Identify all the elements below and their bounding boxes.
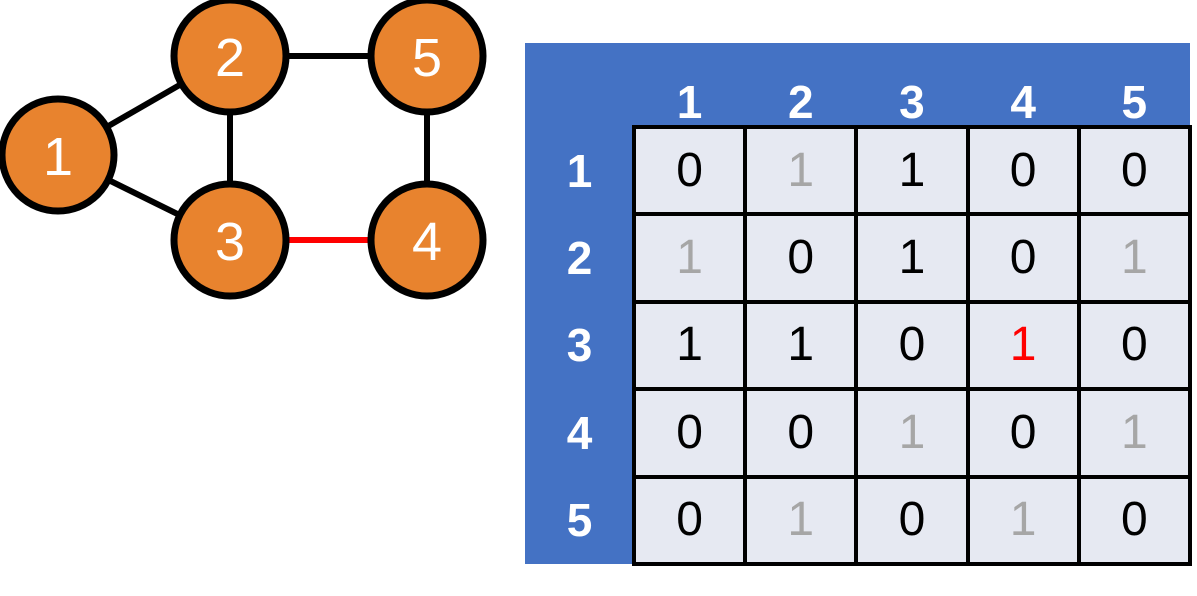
matrix-cell-r3-c1[interactable]: 1 <box>632 299 748 392</box>
graph-node-circle-2[interactable] <box>170 0 290 116</box>
graph-node-5[interactable]: 5 <box>367 0 487 116</box>
matrix-cell-r3-c5[interactable]: 0 <box>1076 299 1192 392</box>
matrix-cell-r4-c3[interactable]: 1 <box>854 387 970 479</box>
matrix-row-header-3: 3 <box>566 319 593 372</box>
graph-node-circle-1[interactable] <box>0 95 118 215</box>
matrix-cell-r3-c2[interactable]: 1 <box>743 299 859 392</box>
graph-node-label-2: 2 <box>215 28 245 88</box>
matrix-cell-r4-c1[interactable]: 0 <box>632 387 748 479</box>
matrix-cell-r1-c1[interactable]: 0 <box>632 125 748 217</box>
matrix-row-header-4: 4 <box>566 406 593 459</box>
matrix-cell-r5-c2[interactable]: 1 <box>743 474 859 566</box>
graph-edge-1-3 <box>103 175 185 220</box>
matrix-cell-r5-c3[interactable]: 0 <box>854 474 970 566</box>
matrix-corner-cell <box>525 43 634 127</box>
matrix-row-header-2: 2 <box>566 232 593 285</box>
matrix-cell-r5-c1[interactable]: 0 <box>632 474 748 566</box>
graph-panel: 1 2 3 4 5 <box>0 0 510 596</box>
matrix-col-header-5: 5 <box>1121 76 1148 128</box>
matrix-col-header-3: 3 <box>899 76 925 128</box>
matrix-cell-r1-c3[interactable]: 1 <box>854 125 970 217</box>
graph-node-label-3: 3 <box>215 212 245 272</box>
matrix-cell-r4-c5[interactable]: 1 <box>1076 387 1192 479</box>
graph-canvas: 1 2 3 4 5 <box>0 0 487 300</box>
graph-node-4[interactable]: 4 <box>367 180 487 300</box>
matrix-cell-r2-c4[interactable]: 0 <box>965 212 1081 304</box>
graph-nodes-layer: 1 2 3 4 5 <box>0 0 487 300</box>
matrix-row-header-1: 1 <box>566 144 593 197</box>
matrix-cell-r2-c3[interactable]: 1 <box>854 212 970 304</box>
graph-edges-layer <box>101 53 430 243</box>
matrix-cell-r3-c3[interactable]: 0 <box>854 299 970 392</box>
matrix-cell-r4-c2[interactable]: 0 <box>743 387 859 479</box>
graph-edge-1-2 <box>101 79 187 132</box>
graph-node-3[interactable]: 3 <box>170 180 290 300</box>
matrix-col-header-1: 1 <box>676 76 703 128</box>
graph-node-circle-3[interactable] <box>170 180 290 300</box>
matrix-cell-r2-c1[interactable]: 1 <box>632 212 748 304</box>
matrix-col-header-4: 4 <box>1010 76 1036 128</box>
matrix-cell-r5-c4[interactable]: 1 <box>965 474 1081 566</box>
matrix-cell-r3-c4[interactable]: 1 <box>965 299 1081 392</box>
matrix-cell-r5-c5[interactable]: 0 <box>1076 474 1192 566</box>
graph-node-label-1: 1 <box>43 127 73 187</box>
graph-node-label-4: 4 <box>412 212 442 272</box>
matrix-cell-r1-c2[interactable]: 1 <box>743 125 859 217</box>
graph-node-circle-5[interactable] <box>367 0 487 116</box>
graph-node-1[interactable]: 1 <box>0 95 118 215</box>
matrix-cell-r2-c2[interactable]: 0 <box>743 212 859 304</box>
matrix-row-header-5: 5 <box>566 494 593 547</box>
matrix-cell-r1-c5[interactable]: 0 <box>1076 125 1192 217</box>
graph-node-2[interactable]: 2 <box>170 0 290 116</box>
matrix-cell-r1-c4[interactable]: 0 <box>965 125 1081 217</box>
matrix-cell-r2-c5[interactable]: 1 <box>1076 212 1192 304</box>
graph-node-label-5: 5 <box>412 28 442 88</box>
graph-node-circle-4[interactable] <box>367 180 487 300</box>
matrix-cell-r4-c4[interactable]: 0 <box>965 387 1081 479</box>
matrix-col-header-2: 2 <box>787 76 814 128</box>
